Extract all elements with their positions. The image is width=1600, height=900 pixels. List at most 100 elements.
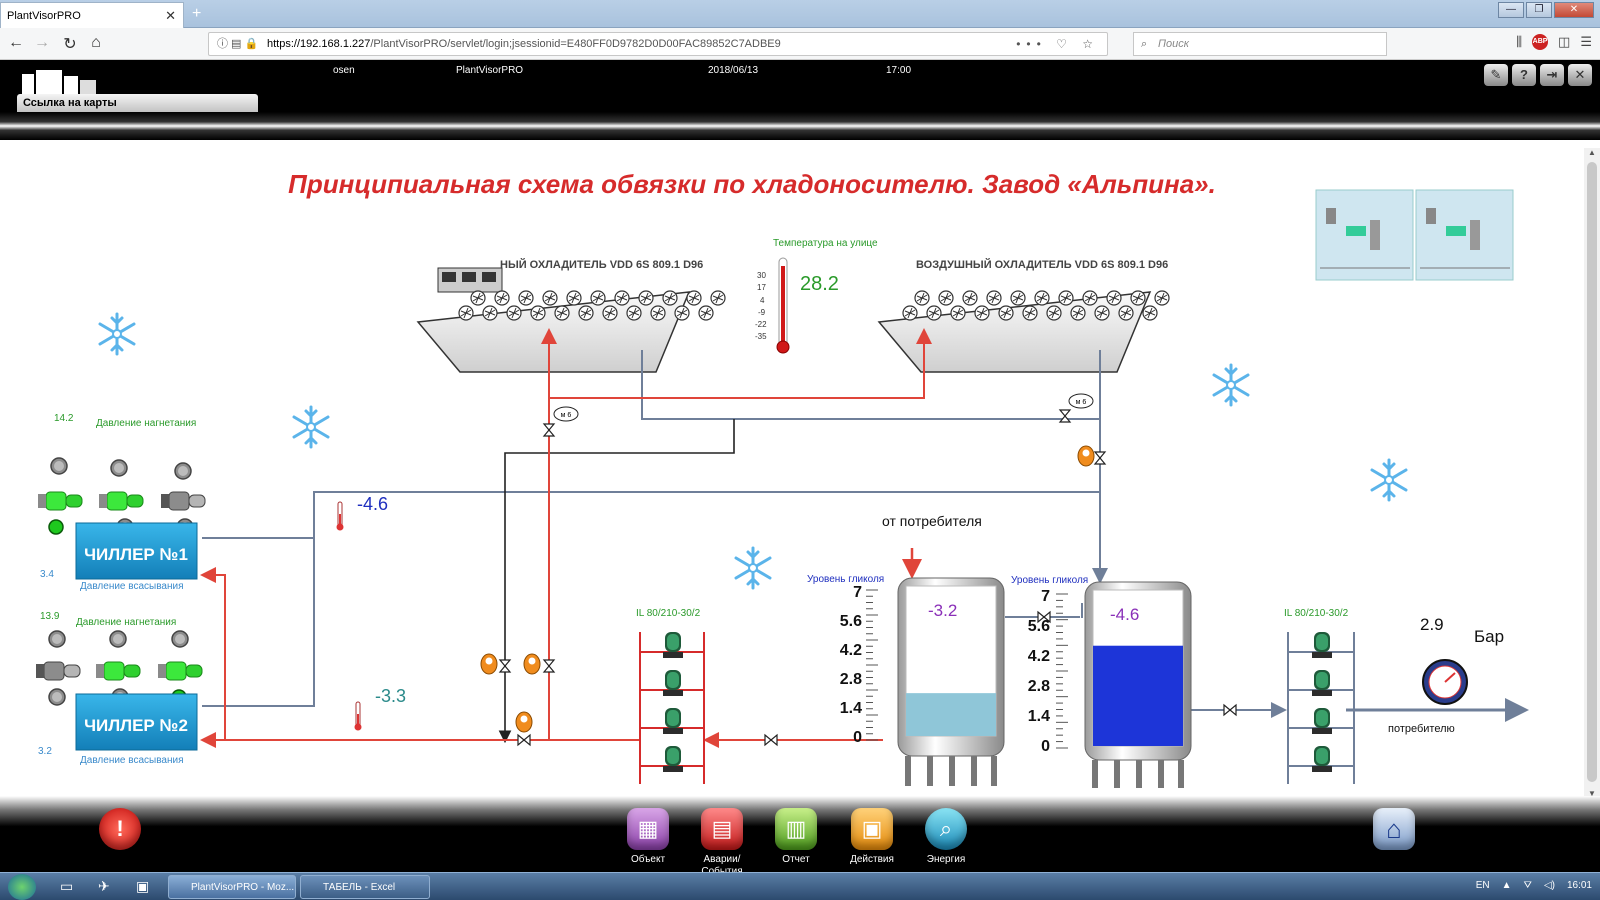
- volume-icon[interactable]: ◁): [1543, 880, 1555, 891]
- valve-actuator-icon[interactable]: [523, 653, 541, 675]
- app-quicklaunch-icon[interactable]: ▣: [136, 878, 150, 894]
- adblock-icon[interactable]: ABP: [1532, 34, 1549, 50]
- svg-text:0: 0: [1041, 738, 1050, 755]
- pump-icon[interactable]: [1312, 670, 1332, 696]
- language-indicator[interactable]: EN: [1475, 880, 1490, 891]
- valve-actuator-icon[interactable]: [515, 711, 533, 733]
- logout-icon[interactable]: ⇥: [1540, 64, 1564, 86]
- pump-icon[interactable]: [663, 746, 683, 772]
- valve-icon[interactable]: [1059, 409, 1071, 423]
- line-thermometer-icon: [354, 701, 362, 731]
- chiller1-discharge-value: 14.2: [54, 413, 74, 424]
- tools-icon[interactable]: ✎: [1484, 64, 1508, 86]
- chiller-1-unit[interactable]: ЧИЛЛЕР №1: [75, 522, 198, 580]
- home-button[interactable]: ⌂: [1358, 808, 1430, 850]
- valve-actuator-icon[interactable]: [1077, 445, 1095, 467]
- valve-icon[interactable]: [1223, 704, 1237, 716]
- browser-tab[interactable]: PlantVisorPRO ✕: [0, 2, 184, 28]
- sidebar-icon[interactable]: ◫: [1558, 34, 1571, 49]
- taskbar-firefox[interactable]: PlantVisorPRO - Moz...: [168, 875, 296, 899]
- taskbar-excel[interactable]: ТАБЕЛЬ - Excel: [300, 875, 430, 899]
- chiller-2-unit[interactable]: ЧИЛЛЕР №2: [75, 693, 198, 751]
- alarms-events-button[interactable]: ▤ Аварии/ События: [686, 808, 758, 878]
- compressor-off-icon[interactable]: [160, 491, 206, 511]
- help-icon[interactable]: ?: [1512, 64, 1536, 86]
- network-icon[interactable]: ⛛: [1523, 880, 1532, 891]
- tab-close-icon[interactable]: ✕: [165, 8, 176, 23]
- maximize-button[interactable]: ❐: [1526, 2, 1552, 18]
- scrollbar-thumb[interactable]: [1587, 162, 1597, 782]
- search-icon: ⌕: [1141, 38, 1148, 50]
- pump-icon[interactable]: [1312, 708, 1332, 734]
- header-user: osen: [333, 65, 355, 76]
- energy-label: Энергия: [926, 854, 966, 865]
- vertical-scrollbar[interactable]: ▲ ▼: [1584, 148, 1600, 798]
- report-button[interactable]: ▥ Отчет: [760, 808, 832, 866]
- start-button[interactable]: [8, 874, 36, 900]
- pump-icon[interactable]: [663, 708, 683, 734]
- alarms-events-label: Аварии/ События: [701, 854, 742, 877]
- compressor-off-icon[interactable]: [35, 661, 81, 681]
- scroll-up-icon[interactable]: ▲: [1588, 148, 1596, 157]
- actions-button[interactable]: ▣ Действия: [836, 808, 908, 866]
- cooler-fan-icon: [650, 305, 666, 321]
- tray-arrow-icon[interactable]: ▲: [1501, 880, 1512, 891]
- glycol-tank-1[interactable]: [897, 577, 1005, 786]
- pressure-gauge-icon[interactable]: [1422, 659, 1468, 705]
- home-icon[interactable]: ⌂: [91, 34, 101, 51]
- energy-button[interactable]: ⌕ Энергия: [910, 808, 982, 866]
- compressor-on-icon[interactable]: [157, 661, 203, 681]
- valve-icon[interactable]: [1094, 451, 1106, 465]
- map-thumbnail-2[interactable]: [1415, 189, 1514, 281]
- pump-icon[interactable]: [663, 632, 683, 658]
- pump-icon[interactable]: [1312, 632, 1332, 658]
- pump-rack-right: [1287, 632, 1355, 784]
- compressor-status-lamp: [110, 459, 128, 477]
- air-cooler-left[interactable]: [416, 267, 691, 373]
- compressor-on-icon[interactable]: [95, 661, 141, 681]
- pump-icon[interactable]: [663, 670, 683, 696]
- cooler-fan-icon: [554, 305, 570, 321]
- line-thermometer-icon: [336, 501, 344, 531]
- valve-icon[interactable]: [543, 423, 555, 437]
- maps-link[interactable]: Ссылка на карты: [17, 94, 258, 114]
- url-bar[interactable]: ⓘ ▤ 🔒 https://192.168.1.227/PlantVisorPR…: [208, 32, 1108, 56]
- valve-tag: м 6: [1068, 393, 1094, 409]
- valve-actuator-icon[interactable]: [480, 653, 498, 675]
- site-info-icon[interactable]: ⓘ ▤ 🔒: [217, 38, 259, 50]
- pump-icon[interactable]: [1312, 746, 1332, 772]
- map-thumbnail-1[interactable]: [1315, 189, 1414, 281]
- url-path: /PlantVisorPRO/servlet/login;jsessionid=…: [370, 38, 781, 50]
- compressor-status-lamp: [174, 462, 192, 480]
- forward-arrow-icon[interactable]: →: [34, 34, 50, 51]
- window-controls: — ❐ ✕: [1498, 2, 1594, 18]
- cooler-fan-icon: [470, 290, 486, 306]
- explorer-icon[interactable]: ▭: [60, 878, 74, 894]
- app-quicklaunch-icon[interactable]: ✈: [98, 878, 110, 894]
- object-button[interactable]: ▦ Объект: [612, 808, 684, 866]
- page-actions-icon[interactable]: ••• ♡ ☆: [1016, 37, 1099, 51]
- compressor-on-icon[interactable]: [37, 491, 83, 511]
- valve-icon[interactable]: [499, 659, 511, 673]
- clock[interactable]: 16:01: [1566, 880, 1592, 891]
- svg-text:30: 30: [757, 271, 766, 280]
- valve-icon[interactable]: [517, 734, 531, 746]
- valve-icon[interactable]: [764, 734, 778, 746]
- reload-icon[interactable]: ↻: [63, 36, 77, 53]
- svg-text:7: 7: [853, 584, 862, 601]
- glycol-tank-2[interactable]: [1084, 581, 1192, 788]
- window-close-button[interactable]: ✕: [1554, 2, 1594, 18]
- library-icon[interactable]: ⫼: [1516, 34, 1523, 49]
- alarm-button[interactable]: !: [84, 808, 156, 850]
- new-tab-button[interactable]: +: [192, 5, 202, 22]
- search-input[interactable]: ⌕ Поиск: [1133, 32, 1387, 56]
- back-arrow-icon[interactable]: ←: [8, 34, 24, 51]
- minimize-button[interactable]: —: [1498, 2, 1524, 18]
- valve-icon[interactable]: [543, 659, 555, 673]
- scroll-down-icon[interactable]: ▼: [1588, 789, 1596, 798]
- menu-icon[interactable]: ☰: [1580, 34, 1592, 49]
- header-toolbar: ✎ ? ⇥ ✕: [1484, 64, 1592, 86]
- compressor-on-icon[interactable]: [98, 491, 144, 511]
- close-icon[interactable]: ✕: [1568, 64, 1592, 86]
- glycol-scheme-diagram: Принципиальная схема обвязки по хладонос…: [35, 169, 1529, 788]
